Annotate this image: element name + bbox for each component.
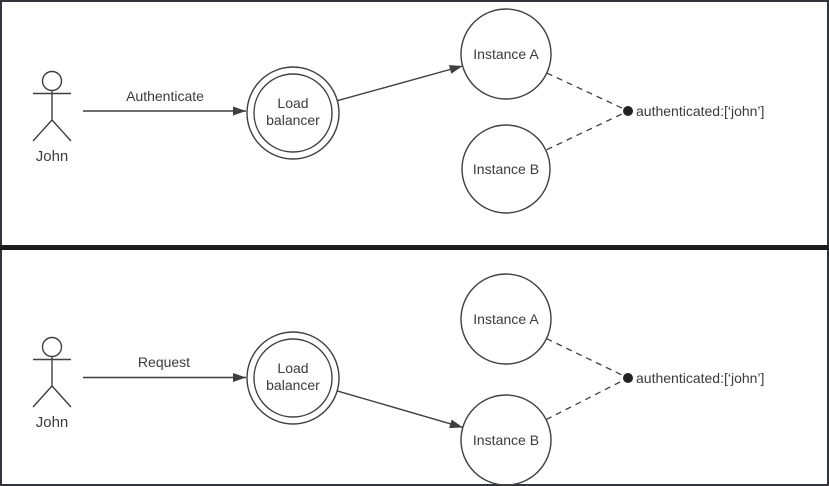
instance-b-node: Instance B	[461, 124, 551, 214]
shared-state-link-instance-b	[546, 112, 625, 151]
actor-leg-right	[51, 119, 72, 142]
instance-b-label: Instance B	[473, 432, 539, 448]
shared-state-link-instance-a	[546, 338, 625, 377]
instance-a-circle	[460, 273, 552, 365]
instance-a-label: Instance A	[473, 46, 539, 62]
shared-state-dot	[623, 106, 633, 116]
route-arrow-to-instance-a	[337, 65, 463, 102]
route-arrow-to-instance-b	[337, 390, 463, 429]
shared-state-link-instance-a	[546, 72, 625, 110]
load-balancer-inner-circle	[253, 338, 333, 418]
actor-john: John	[32, 70, 72, 165]
instance-b-circle	[460, 394, 552, 486]
shared-state-label: authenticated:[‘john’]	[636, 370, 764, 386]
authenticate-arrow-label: Authenticate	[126, 88, 204, 104]
shared-state-dot	[623, 373, 633, 383]
load-balancer-inner-circle	[253, 73, 333, 153]
load-balancer-label-line1: Load	[277, 360, 308, 376]
actor-leg-left	[32, 119, 53, 142]
actor-label: John	[36, 148, 69, 165]
actor-leg-right	[51, 385, 72, 408]
shared-state-link-instance-b	[545, 379, 625, 421]
instance-b-label: Instance B	[473, 161, 539, 177]
instance-b-circle	[461, 124, 551, 214]
panel-request: John Request Load balancer Instance A In…	[32, 273, 764, 486]
load-balancer-node: Load balancer	[246, 66, 340, 160]
request-arrow-label: Request	[138, 354, 190, 370]
load-balancer-label-line2: balancer	[266, 377, 320, 393]
instance-a-label: Instance A	[473, 311, 539, 327]
instance-b-node: Instance B	[460, 394, 552, 486]
load-balancer-node: Load balancer	[246, 331, 340, 425]
actor-leg-left	[32, 385, 53, 408]
load-balancer-label-line2: balancer	[266, 112, 320, 128]
instance-a-node: Instance A	[460, 8, 552, 100]
actor-john: John	[32, 336, 72, 431]
shared-state-label: authenticated:[‘john’]	[636, 103, 764, 119]
panel-authenticate: John Authenticate Load balancer Instance…	[32, 8, 764, 214]
instance-a-node: Instance A	[460, 273, 552, 365]
panel-divider	[0, 245, 829, 250]
instance-a-circle	[460, 8, 552, 100]
load-balancer-outer-circle	[246, 331, 340, 425]
load-balancer-label-line1: Load	[277, 95, 308, 111]
load-balancer-outer-circle	[246, 66, 340, 160]
actor-label: John	[36, 414, 69, 431]
